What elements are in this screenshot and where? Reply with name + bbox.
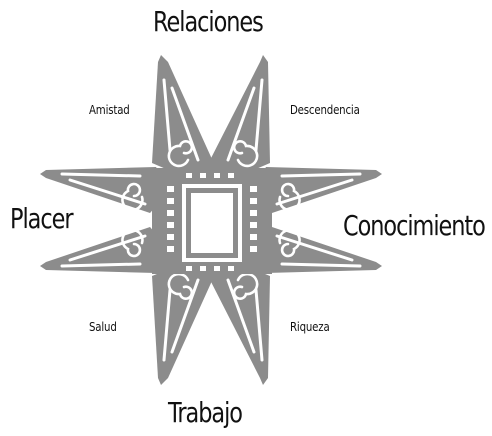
label-left: Placer [10, 202, 74, 235]
label-right: Conocimiento [343, 209, 486, 242]
spiral-curls [121, 140, 301, 300]
center-dots-right [250, 186, 257, 252]
label-lower-left: Salud [89, 320, 117, 334]
label-upper-left: Amistad [89, 103, 130, 117]
label-bottom: Trabajo [168, 396, 243, 429]
center-dots-top [186, 173, 234, 178]
arm-inlays [60, 78, 362, 362]
center-dots-bottom [186, 266, 234, 271]
label-top: Relaciones [153, 5, 264, 38]
center-dots-left [167, 186, 174, 252]
center-square [152, 168, 272, 274]
label-upper-right: Descendencia [290, 103, 360, 117]
label-lower-right: Riqueza [290, 320, 330, 334]
